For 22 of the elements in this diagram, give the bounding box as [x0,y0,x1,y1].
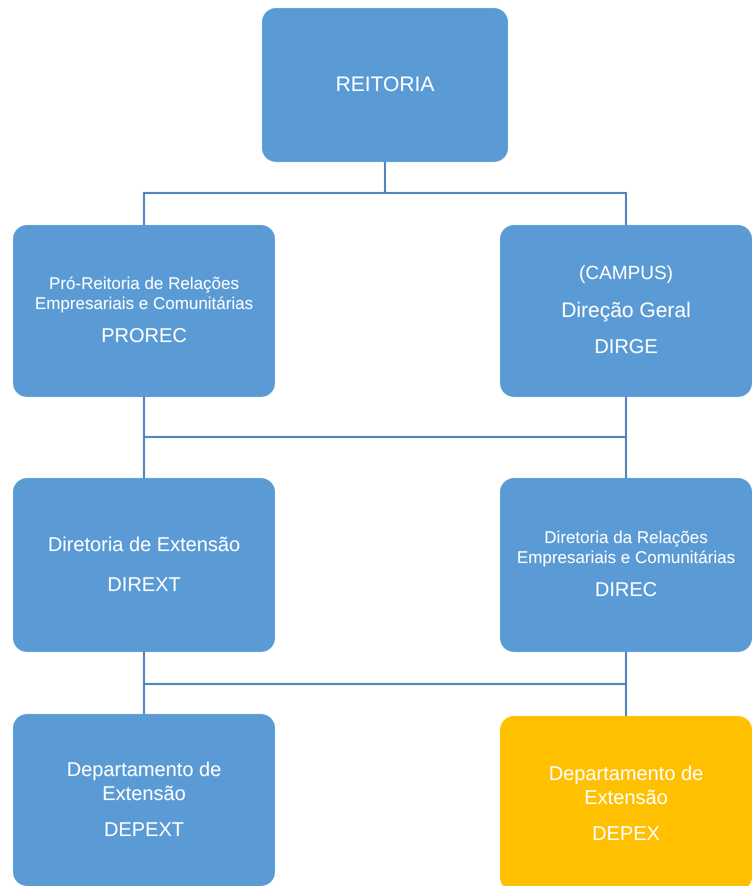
unit-name: Pró-Reitoria de Relações Empresariais e Comunitárias [34,274,254,314]
org-unit-box [500,478,752,652]
org-unit-box [13,714,275,886]
unit-acronym: DIREXT [107,573,181,597]
unit-name: Direção Geral [561,298,691,323]
unit-name: (CAMPUS) [579,263,673,286]
unit-name: Diretoria da Relações Empresariais e Comunitárias [516,528,736,568]
org-unit-box [500,225,752,397]
connector-line [384,162,627,225]
unit-acronym: DIRGE [594,334,658,359]
unit-acronym: PROREC [101,324,187,348]
unit-acronym: DEPEX [592,822,660,846]
unit-acronym: DEPEXT [104,818,184,842]
unit-name: Departamento de Extensão [548,762,704,810]
unit-name: Diretoria de Extensão [48,533,240,557]
unit-acronym: DIREC [594,578,658,602]
org-unit-box [13,225,275,397]
org-unit-box [262,8,508,162]
unit-name: REITORIA [336,72,434,98]
org-unit-box [13,478,275,652]
unit-name: Departamento de Extensão [66,758,222,806]
org-unit-box [500,716,752,886]
